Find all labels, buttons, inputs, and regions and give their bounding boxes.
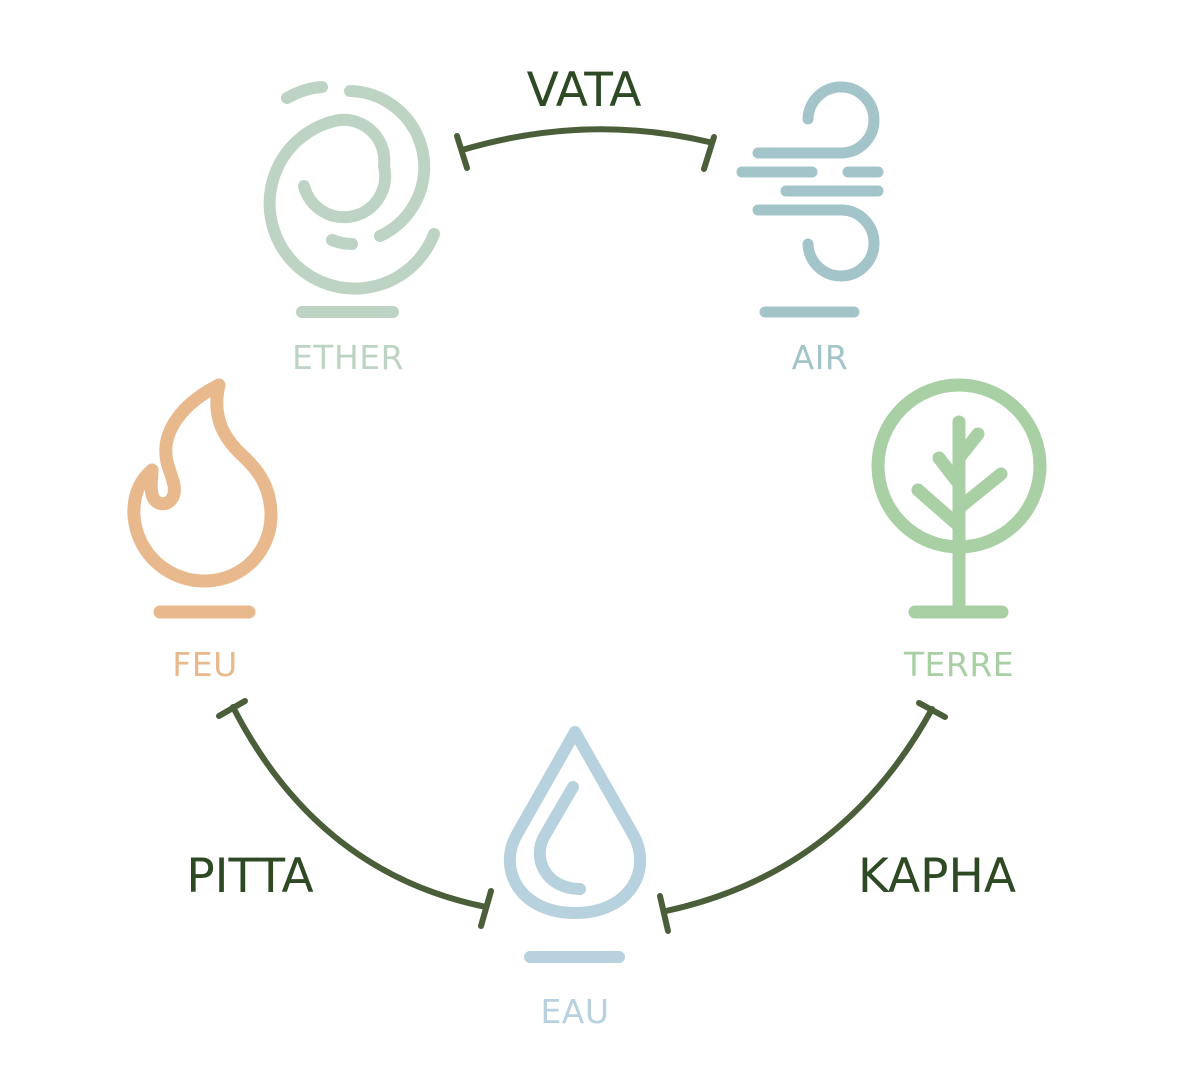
earth-label: TERRE [903, 645, 1014, 684]
water-drop-icon [503, 726, 647, 963]
pitta-connector [216, 698, 494, 929]
flame-icon [127, 378, 278, 619]
water-label: EAU [540, 992, 609, 1031]
water-element: EAU [503, 726, 647, 1031]
kapha-label: KAPHA [858, 849, 1016, 904]
kapha-connector [657, 700, 948, 934]
vata-label: VATA [527, 63, 642, 118]
air-element: AIR [736, 81, 884, 377]
fire-label: FEU [172, 645, 238, 684]
vata-connector [454, 126, 717, 172]
tree-icon [871, 378, 1047, 619]
spiral-icon [263, 81, 440, 318]
fire-element: FEU [127, 378, 278, 684]
wind-icon [736, 81, 884, 318]
air-label: AIR [792, 338, 849, 377]
earth-element: TERRE [871, 378, 1047, 684]
ether-element: ETHER [263, 81, 440, 377]
ether-label: ETHER [292, 338, 404, 377]
pitta-label: PITTA [186, 849, 313, 904]
